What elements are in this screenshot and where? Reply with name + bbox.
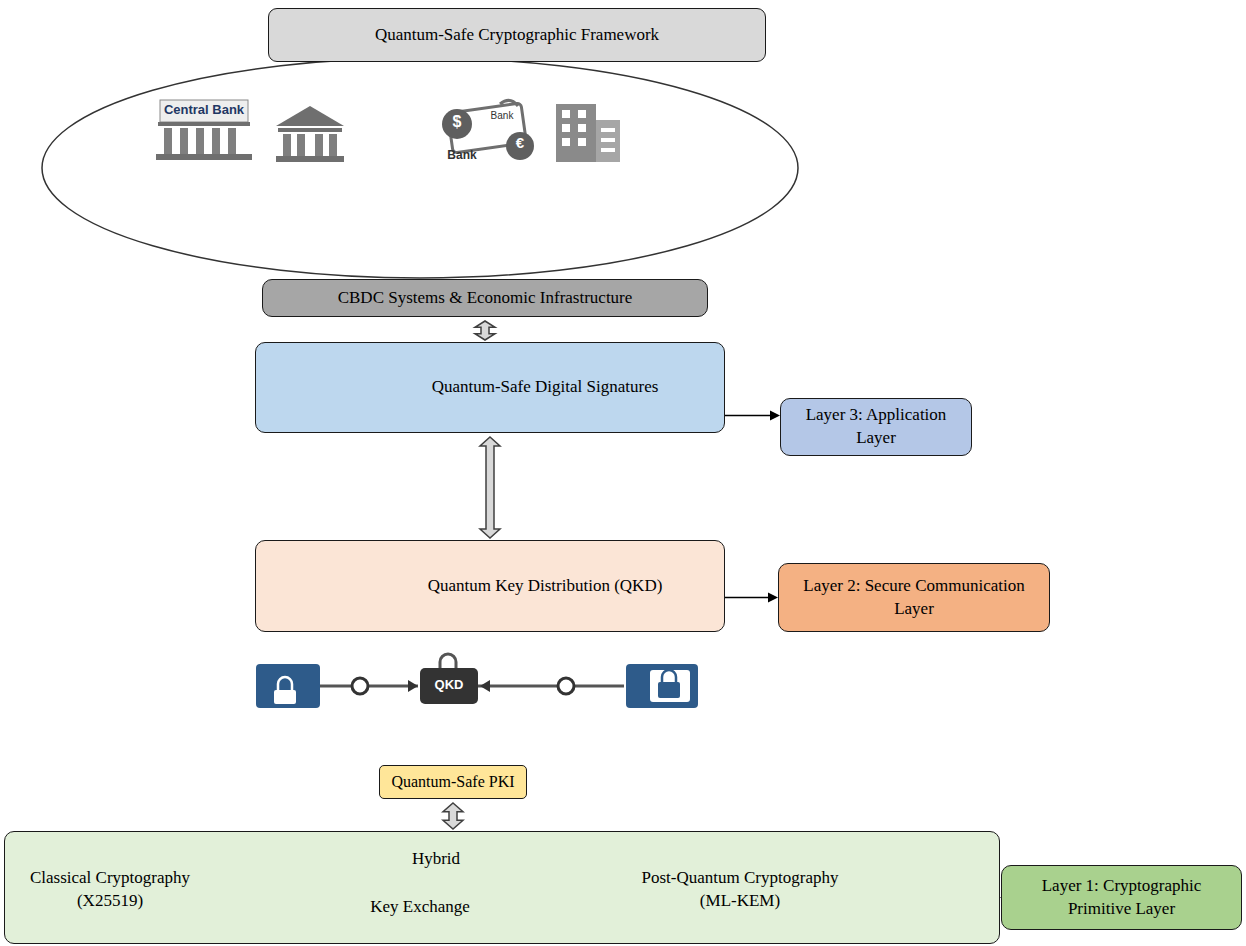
bank-building-icon-part <box>297 134 305 156</box>
bank-building-icon-part <box>283 134 291 156</box>
office-building-icon-part <box>596 120 620 162</box>
institution-ellipse <box>42 58 798 278</box>
qkd-box: Quantum Key Distribution (QKD) <box>255 540 725 632</box>
arrowhead <box>768 593 778 603</box>
arrowhead <box>770 411 780 421</box>
connector-arrow <box>725 593 778 603</box>
connector-arrow <box>725 411 780 421</box>
qkd-link-illustration-part <box>408 680 418 692</box>
signature-box: Quantum-Safe Digital Signatures <box>255 342 725 433</box>
qkd-link-illustration-part <box>480 680 490 692</box>
office-building-icon-part <box>578 110 586 118</box>
qkd-link-illustration-part <box>626 664 698 708</box>
office-building-icon-part <box>562 110 570 118</box>
layer-label: Layer 2: Secure Communication Layer <box>778 563 1050 632</box>
node-subtext: Hybrid <box>391 848 481 871</box>
primitive-box: Classical Cryptography (X25519) HybridKey… <box>4 831 1000 944</box>
icon-text: $ <box>447 112 467 131</box>
node-subtext: Post-Quantum Cryptography (ML-KEM) <box>633 867 847 913</box>
layer-label: Layer 1: Cryptographic Primitive Layer <box>1001 865 1242 930</box>
double-arrow <box>475 321 495 340</box>
central-bank-icon-part <box>196 128 204 154</box>
office-building-icon-part <box>578 138 586 146</box>
title-text: Quantum-Safe Cryptographic Framework <box>375 24 659 47</box>
bank-building-icon-part <box>276 106 344 126</box>
qkd-link-illustration-part <box>278 677 292 690</box>
qkd-link-illustration-part <box>420 668 478 704</box>
central-bank-icon <box>156 100 252 160</box>
icon-text: Bank <box>442 148 482 162</box>
central-bank-icon-part <box>160 100 248 122</box>
qkd-link-illustration-part <box>558 678 574 694</box>
bank-building-icon-part <box>329 134 337 156</box>
icon-text: € <box>510 134 530 152</box>
central-bank-icon-part <box>228 128 236 154</box>
device-label: QKD <box>420 677 478 693</box>
qkd-link-illustration <box>256 654 698 708</box>
node-text: Quantum-Safe Digital Signatures <box>424 376 667 399</box>
qkd-link-illustration-part <box>256 664 320 708</box>
qkd-link-illustration-part <box>440 654 456 668</box>
layer-label: Layer 3: Application Layer <box>780 398 972 456</box>
title-box: Quantum-Safe Cryptographic Framework <box>268 8 766 62</box>
office-building-icon <box>556 104 620 162</box>
connector-line <box>725 415 771 417</box>
banknote-icon-part <box>500 100 518 106</box>
office-building-icon-part <box>601 128 615 132</box>
node-text: Classical Cryptography (X25519) <box>15 867 205 913</box>
node-text: CBDC Systems & Economic Infrastructure <box>330 287 641 310</box>
central-bank-icon-part <box>212 128 220 154</box>
double-arrow <box>480 437 500 538</box>
qkd-link-illustration-part <box>658 682 680 698</box>
node-subtext: Key Exchange <box>355 896 485 919</box>
banknote-icon-part <box>506 132 534 160</box>
qkd-link-illustration-part <box>352 678 368 694</box>
central-bank-icon-part <box>158 122 250 126</box>
office-building-icon-part <box>601 138 615 142</box>
office-building-icon-part <box>562 138 570 146</box>
banknote-icon-part <box>442 109 472 139</box>
node-text: Quantum-Safe PKI <box>383 771 522 793</box>
central-bank-icon-part <box>180 128 188 154</box>
central-bank-icon-part <box>164 128 172 154</box>
bank-building-icon-part <box>278 128 342 132</box>
bank-building-icon <box>276 106 344 162</box>
bank-building-icon-part <box>276 156 344 162</box>
qkd-link-illustration-part <box>274 690 296 704</box>
institution-ellipse-part <box>42 58 798 278</box>
office-building-icon-part <box>562 124 570 132</box>
icon-text: Bank <box>482 110 522 122</box>
node-text: Layer 3: Application Layer <box>781 404 971 450</box>
qkd-link-illustration-part <box>650 670 690 702</box>
office-building-icon-part <box>556 104 596 162</box>
qkd-link-illustration-part <box>662 670 676 682</box>
qkd-link-illustration-part <box>478 685 624 688</box>
connector-line <box>725 597 769 599</box>
icon-text: Central Bank <box>160 102 248 118</box>
office-building-icon-part <box>578 124 586 132</box>
double-arrow <box>443 803 463 829</box>
node-text: Layer 1: Cryptographic Primitive Layer <box>1002 875 1241 921</box>
central-bank-icon-part <box>156 154 252 160</box>
office-building-icon-part <box>601 148 615 152</box>
infrastructure-box: CBDC Systems & Economic Infrastructure <box>262 279 708 317</box>
pki-box: Quantum-Safe PKI <box>379 765 527 799</box>
node-text: Quantum Key Distribution (QKD) <box>420 575 671 598</box>
node-text: Layer 2: Secure Communication Layer <box>779 575 1049 621</box>
bank-building-icon-part <box>315 134 323 156</box>
